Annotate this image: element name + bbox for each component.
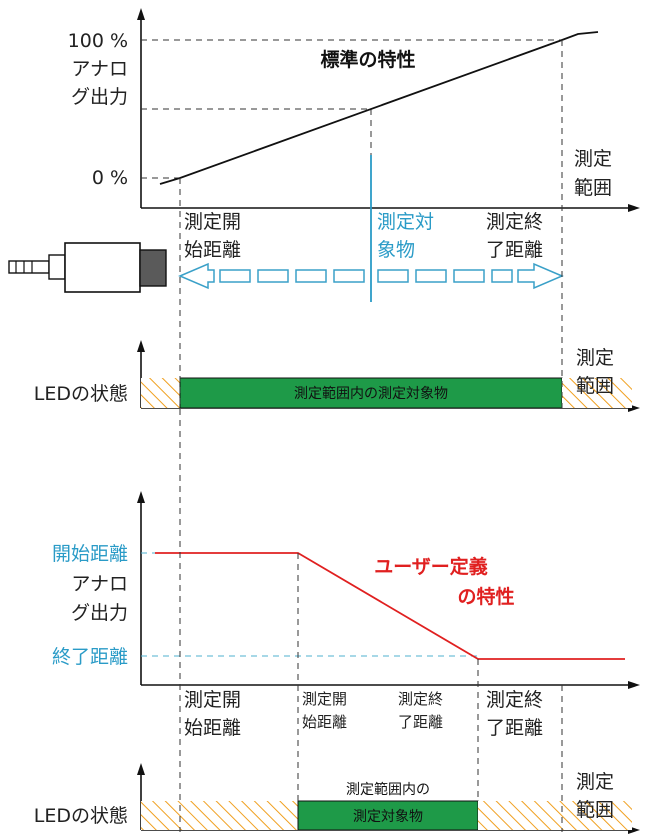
led2-hatch-right	[478, 801, 632, 830]
bottom-start-label: 開始距離	[52, 543, 128, 565]
led2-bar-text-line2: 測定対象物	[353, 809, 423, 825]
sensor-start-label-line1: 測定開	[184, 211, 241, 233]
led2-label: LEDの状態	[34, 805, 128, 827]
top-chart-title: 標準の特性	[320, 48, 415, 71]
bottom-axis-start-line1: 測定開	[184, 689, 241, 711]
led1-range-label-line1: 測定	[576, 347, 614, 369]
bottom-axis-start-line2: 始距離	[184, 717, 241, 739]
measurement-range-arrow	[178, 262, 564, 290]
led-row-1: LEDの状態 測定範囲内の測定対象物 測定 範囲	[34, 340, 640, 412]
bottom-axis-end-line2: 了距離	[486, 717, 543, 739]
led2-hatch-left	[141, 801, 298, 830]
sensor-start-label-line2: 始距離	[184, 239, 241, 261]
top-range-label-line1: 測定	[574, 148, 612, 170]
led1-bar-text: 測定範囲内の測定対象物	[294, 385, 448, 402]
top-y-arrow	[137, 8, 145, 20]
bottom-axis-midend-line2: 了距離	[398, 713, 443, 731]
bottom-title-line1: ユーザー定義	[374, 555, 488, 578]
sensor-target-label-line2: 象物	[377, 239, 415, 261]
sensor-icon	[8, 242, 167, 293]
top-x-arrow	[628, 204, 640, 212]
top-range-label-line2: 範囲	[574, 177, 612, 199]
vertical-guides	[179, 40, 563, 832]
bottom-axis-midstart-line1: 測定開	[302, 690, 347, 708]
top-y-label-line2: グ出力	[71, 86, 128, 108]
top-y-label-line1: アナロ	[71, 58, 128, 80]
sensor-row: 測定開 始距離 測定対 象物 測定終 了距離	[8, 155, 564, 302]
led-row-2: LEDの状態 測定範囲内の 測定対象物 測定 範囲	[34, 763, 640, 834]
bottom-end-label: 終了距離	[52, 646, 128, 668]
top-y-0-label: 0 %	[92, 167, 128, 189]
sensor-end-label-line1: 測定終	[486, 211, 543, 233]
led2-range-label-line2: 範囲	[576, 799, 614, 821]
led1-range-label-line2: 範囲	[576, 375, 614, 397]
bottom-title-line2: の特性	[457, 585, 514, 608]
bottom-y-label-line2: グ出力	[71, 602, 128, 624]
bottom-axis-midstart-line2: 始距離	[302, 713, 347, 731]
led1-hatch-right	[562, 378, 632, 408]
bottom-chart: 開始距離 アナロ グ出力 終了距離 ユーザー定義 の特性 測定開 始距離 測定開…	[52, 491, 640, 739]
top-chart: 100 % アナロ グ出力 0 % 標準の特性 測定 範囲	[68, 8, 640, 212]
sensor-end-label-line2: 了距離	[486, 239, 543, 261]
bottom-axis-midend-line1: 測定終	[398, 690, 443, 708]
user-characteristic-line	[155, 552, 625, 660]
bottom-axis-end-line1: 測定終	[486, 689, 543, 711]
bottom-y-label-line1: アナロ	[71, 573, 128, 595]
led2-bar-text-line1: 測定範囲内の	[346, 781, 430, 798]
led2-range-label-line1: 測定	[576, 771, 614, 793]
sensor-target-label-line1: 測定対	[377, 211, 434, 233]
led1-hatch-left	[141, 378, 180, 408]
led1-label: LEDの状態	[34, 383, 128, 405]
top-y-100-label: 100 %	[68, 30, 128, 52]
